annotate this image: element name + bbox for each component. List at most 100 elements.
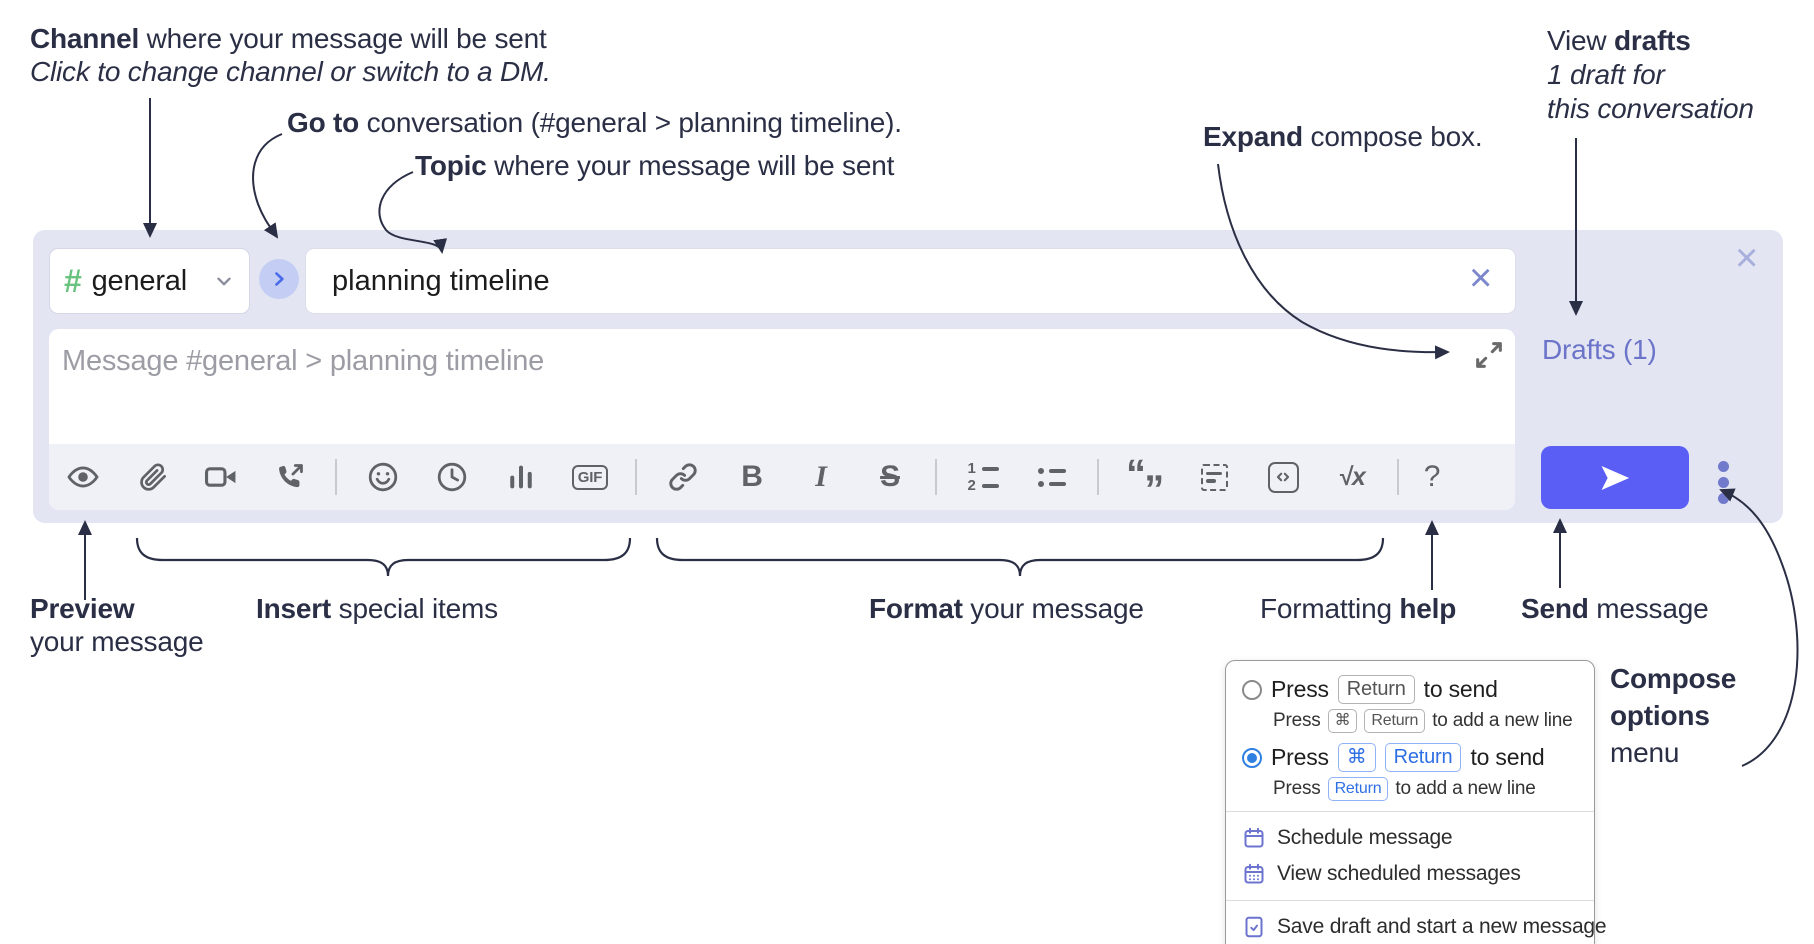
- annotation-send-bold: Send: [1521, 593, 1589, 624]
- menu-item-label: Save draft and start a new message: [1277, 915, 1607, 938]
- link-icon[interactable]: [666, 460, 700, 494]
- annotation-expand-rest: compose box.: [1302, 121, 1483, 152]
- message-placeholder: Message #general > planning timeline: [62, 345, 545, 377]
- italic-icon[interactable]: I: [804, 460, 838, 494]
- close-compose-icon[interactable]: ×: [1735, 236, 1759, 280]
- option-post: to send: [1423, 676, 1498, 702]
- send-plane-icon: [1601, 465, 1630, 490]
- annotation-compose-options-bold1: Compose: [1610, 663, 1737, 694]
- bold-glyph: B: [741, 460, 763, 493]
- annotation-goto-bold: Go to: [287, 107, 360, 138]
- video-call-icon[interactable]: [204, 460, 238, 494]
- toolbar-divider: [1397, 459, 1399, 495]
- numbered-list-icon[interactable]: 1 2: [966, 460, 1000, 494]
- send-option-cmd-return-sub: Press Return to add a new line: [1273, 777, 1578, 801]
- annotation-insert: Insert special items: [256, 592, 498, 625]
- gif-icon[interactable]: GIF: [571, 460, 609, 494]
- attach-paperclip-icon[interactable]: [135, 460, 169, 494]
- annotation-view-drafts-sub1: 1 draft for: [1547, 59, 1665, 90]
- key-cmd: ⌘: [1327, 709, 1358, 733]
- annotation-topic: Topic where your message will be sent: [415, 149, 894, 182]
- annotation-topic-bold: Topic: [415, 150, 487, 181]
- annotation-channel-sub: Click to change channel or switch to a D…: [30, 56, 551, 87]
- annotation-compose-options: Compose options menu: [1610, 660, 1736, 771]
- help-glyph: ?: [1423, 460, 1441, 493]
- quote-icon[interactable]: “”: [1126, 454, 1164, 510]
- gif-label: GIF: [571, 464, 609, 490]
- chevron-right-icon: [275, 272, 284, 286]
- key-return: Return: [1384, 743, 1462, 772]
- annotation-formatting-help: Formatting help: [1260, 592, 1456, 625]
- strikethrough-icon[interactable]: S: [873, 460, 907, 494]
- math-glyph: √x: [1338, 462, 1366, 491]
- annotation-format-rest: your message: [962, 593, 1144, 624]
- toolbar-divider: [335, 459, 337, 495]
- annotation-send-rest: message: [1588, 593, 1709, 624]
- ol-1: 1: [967, 459, 976, 477]
- math-icon[interactable]: √x: [1335, 460, 1369, 494]
- drafts-link[interactable]: Drafts (1): [1542, 334, 1657, 365]
- option-sub-pre: Press: [1273, 710, 1321, 731]
- calendar-days-icon: [1244, 863, 1264, 884]
- menu-item-save-draft[interactable]: Save draft and start a new message: [1242, 909, 1607, 941]
- radio-selected-icon[interactable]: [1242, 747, 1262, 768]
- toolbar-divider: [935, 459, 937, 495]
- quote-close-glyph: ”: [1144, 468, 1164, 512]
- annotation-help-pre: Formatting: [1260, 593, 1400, 624]
- send-option-return-sub: Press ⌘ Return to add a new line: [1273, 709, 1578, 733]
- clear-topic-icon[interactable]: ×: [1469, 256, 1493, 300]
- expand-compose-icon[interactable]: [1473, 339, 1505, 371]
- preview-eye-icon[interactable]: [66, 460, 100, 494]
- annotation-channel: Channel where your message will be sent: [30, 22, 547, 55]
- bulleted-list-icon[interactable]: [1035, 460, 1069, 494]
- message-formatting-help-icon[interactable]: ?: [1415, 460, 1449, 494]
- go-to-conversation-button[interactable]: [259, 259, 299, 299]
- key-return: Return: [1337, 675, 1415, 704]
- annotation-compose-options-bold2: options: [1610, 700, 1710, 731]
- option-sub-post: to add a new line: [1395, 778, 1536, 799]
- ellipsis-dot: [1718, 493, 1729, 504]
- compose-toolbar: GIF B I S 1 2: [49, 444, 1515, 510]
- voice-call-icon[interactable]: [273, 460, 307, 494]
- emoji-icon[interactable]: [366, 460, 400, 494]
- option-pre: Press: [1271, 744, 1329, 770]
- channel-selector[interactable]: # general: [49, 248, 250, 314]
- menu-item-view-scheduled[interactable]: View scheduled messages: [1242, 856, 1578, 892]
- topic-input[interactable]: [305, 248, 1516, 314]
- send-button[interactable]: [1541, 446, 1689, 509]
- radio-unselected-icon[interactable]: [1242, 679, 1262, 700]
- toolbar-divider: [635, 459, 637, 495]
- annotation-insert-rest: special items: [331, 593, 498, 624]
- annotation-expand: Expand compose box.: [1203, 120, 1483, 153]
- send-option-cmd-return[interactable]: Press ⌘ Return to send: [1242, 743, 1578, 772]
- annotation-preview-bold: Preview: [30, 593, 135, 624]
- ellipsis-dot: [1718, 461, 1729, 472]
- annotation-preview: Preview: [30, 592, 135, 625]
- send-options-popup: Press Return to send Press ⌘ Return to a…: [1225, 660, 1607, 944]
- option-sub-post: to add a new line: [1432, 710, 1573, 731]
- annotation-goto-rest: conversation (#general > planning timeli…: [359, 107, 902, 138]
- bold-icon[interactable]: B: [735, 460, 769, 494]
- option-pre: Press: [1271, 676, 1329, 702]
- schedule-clock-icon[interactable]: [435, 460, 469, 494]
- strikethrough-glyph: S: [880, 460, 900, 493]
- message-input[interactable]: Message #general > planning timeline: [49, 329, 1515, 510]
- annotation-insert-bold: Insert: [256, 593, 332, 624]
- save-draft-document-icon: [1245, 916, 1263, 938]
- menu-item-schedule-message[interactable]: Schedule message: [1242, 820, 1578, 856]
- key-return: Return: [1327, 777, 1389, 801]
- annotation-view-drafts-pre: View: [1547, 25, 1614, 56]
- compose-options-menu-button[interactable]: [1718, 461, 1729, 504]
- compose-box: # general × × Message #general > plannin…: [33, 230, 1783, 523]
- chevron-down-icon: [217, 277, 231, 286]
- poll-bar-chart-icon[interactable]: [504, 460, 538, 494]
- key-cmd: ⌘: [1337, 743, 1376, 772]
- calendar-icon: [1244, 827, 1264, 848]
- spoiler-icon[interactable]: [1197, 460, 1231, 494]
- annotation-channel-bold: Channel: [30, 23, 140, 54]
- send-option-return[interactable]: Press Return to send: [1242, 675, 1578, 704]
- quote-open-glyph: “: [1126, 452, 1146, 496]
- italic-glyph: I: [815, 460, 827, 493]
- code-icon[interactable]: [1266, 460, 1300, 494]
